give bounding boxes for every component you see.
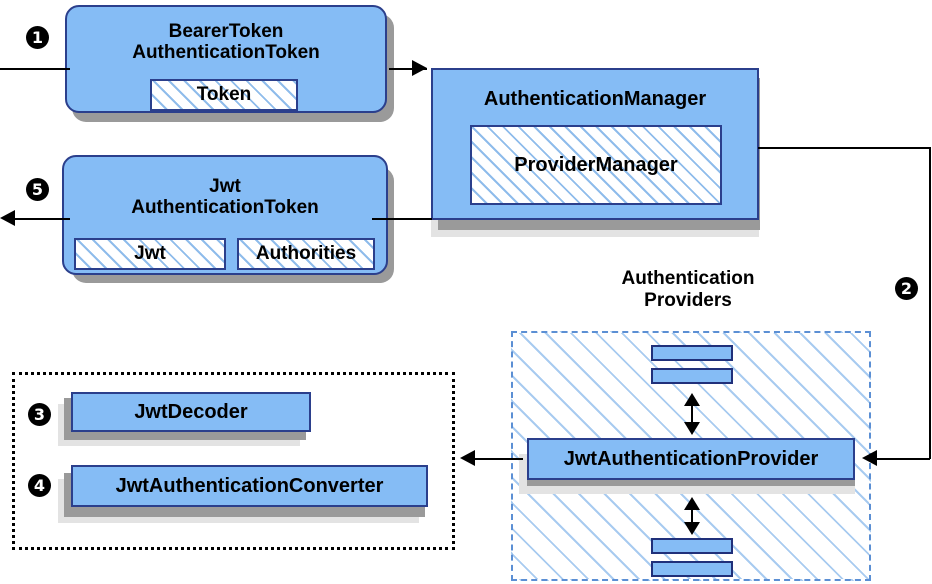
connector-manager-right xyxy=(758,147,930,149)
jwt-authentication-converter-node: JwtAuthenticationConverter xyxy=(71,465,428,507)
authentication-manager-label: AuthenticationManager xyxy=(483,88,707,110)
provider-slab-top-1 xyxy=(651,345,733,361)
authentication-providers-caption-line1: Authentication xyxy=(621,268,755,289)
authorities-chip: Authorities xyxy=(237,238,375,270)
connector-manager-to-jwt-token xyxy=(372,218,432,220)
connector-request-in xyxy=(0,68,70,70)
arrowhead-response-out xyxy=(0,210,15,226)
bearer-token-chip: Token xyxy=(150,79,298,111)
step-badge-4: 4 xyxy=(28,474,51,497)
connector-into-provider xyxy=(877,458,930,460)
step-badge-1: 1 xyxy=(26,26,49,49)
jwt-chip: Jwt xyxy=(74,238,226,270)
arrowhead-provider-to-support xyxy=(460,450,475,466)
jwt-decoder-node: JwtDecoder xyxy=(71,392,311,432)
arrowhead-provider-up xyxy=(684,393,700,406)
authentication-providers-caption-line2: Providers xyxy=(644,289,732,311)
bearer-token-label-line2: AuthenticationToken xyxy=(132,42,320,63)
step-badge-5: 5 xyxy=(26,178,49,201)
jwt-authentication-provider-node: JwtAuthenticationProvider xyxy=(527,438,855,480)
arrowhead-provider-down-top xyxy=(684,422,700,435)
arrowhead-provider-up-bottom xyxy=(684,497,700,510)
arrowhead-token-to-manager xyxy=(412,60,427,76)
jwt-support-group-region xyxy=(12,372,455,550)
connector-provider-to-support xyxy=(475,458,523,460)
arrowhead-into-provider xyxy=(862,450,877,466)
connector-token-to-manager xyxy=(389,68,427,70)
step-badge-3: 3 xyxy=(28,403,51,426)
arrowhead-provider-down xyxy=(684,522,700,535)
connector-right-rail xyxy=(929,147,931,459)
step-badge-2: 2 xyxy=(895,277,918,300)
provider-slab-top-2 xyxy=(651,368,733,384)
connector-provider-up xyxy=(691,395,693,433)
provider-slab-bottom-2 xyxy=(651,561,733,577)
bearer-token-label-line1: BearerToken xyxy=(168,20,284,42)
jwt-authentication-token-label-line2: AuthenticationToken xyxy=(131,197,319,218)
provider-manager-chip: ProviderManager xyxy=(470,125,722,205)
provider-slab-bottom-1 xyxy=(651,538,733,554)
jwt-authentication-token-label-line1: Jwt xyxy=(209,175,241,197)
connector-provider-down xyxy=(691,499,693,533)
connector-response-out xyxy=(4,218,70,220)
authentication-providers-caption: Authentication Providers xyxy=(600,268,776,312)
